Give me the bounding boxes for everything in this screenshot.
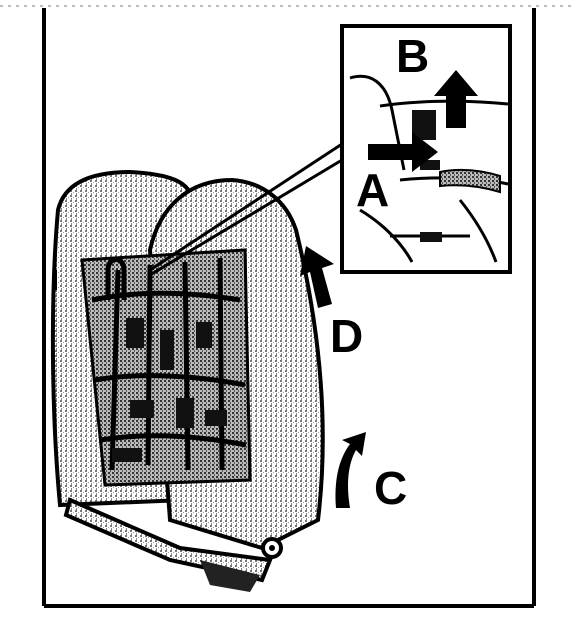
seat-back	[50, 169, 325, 592]
diagram-frame	[0, 5, 576, 608]
label-c: C	[374, 462, 407, 514]
label-d: D	[330, 310, 363, 362]
arrow-c	[335, 432, 366, 508]
arrow-b	[434, 70, 478, 128]
mechanism-blocks	[112, 318, 227, 462]
label-b: B	[396, 30, 429, 82]
arrow-d	[300, 246, 334, 308]
arrow-a	[368, 132, 438, 172]
callout-leader	[149, 142, 343, 277]
frame-struts	[91, 257, 247, 471]
label-a: A	[356, 164, 389, 216]
